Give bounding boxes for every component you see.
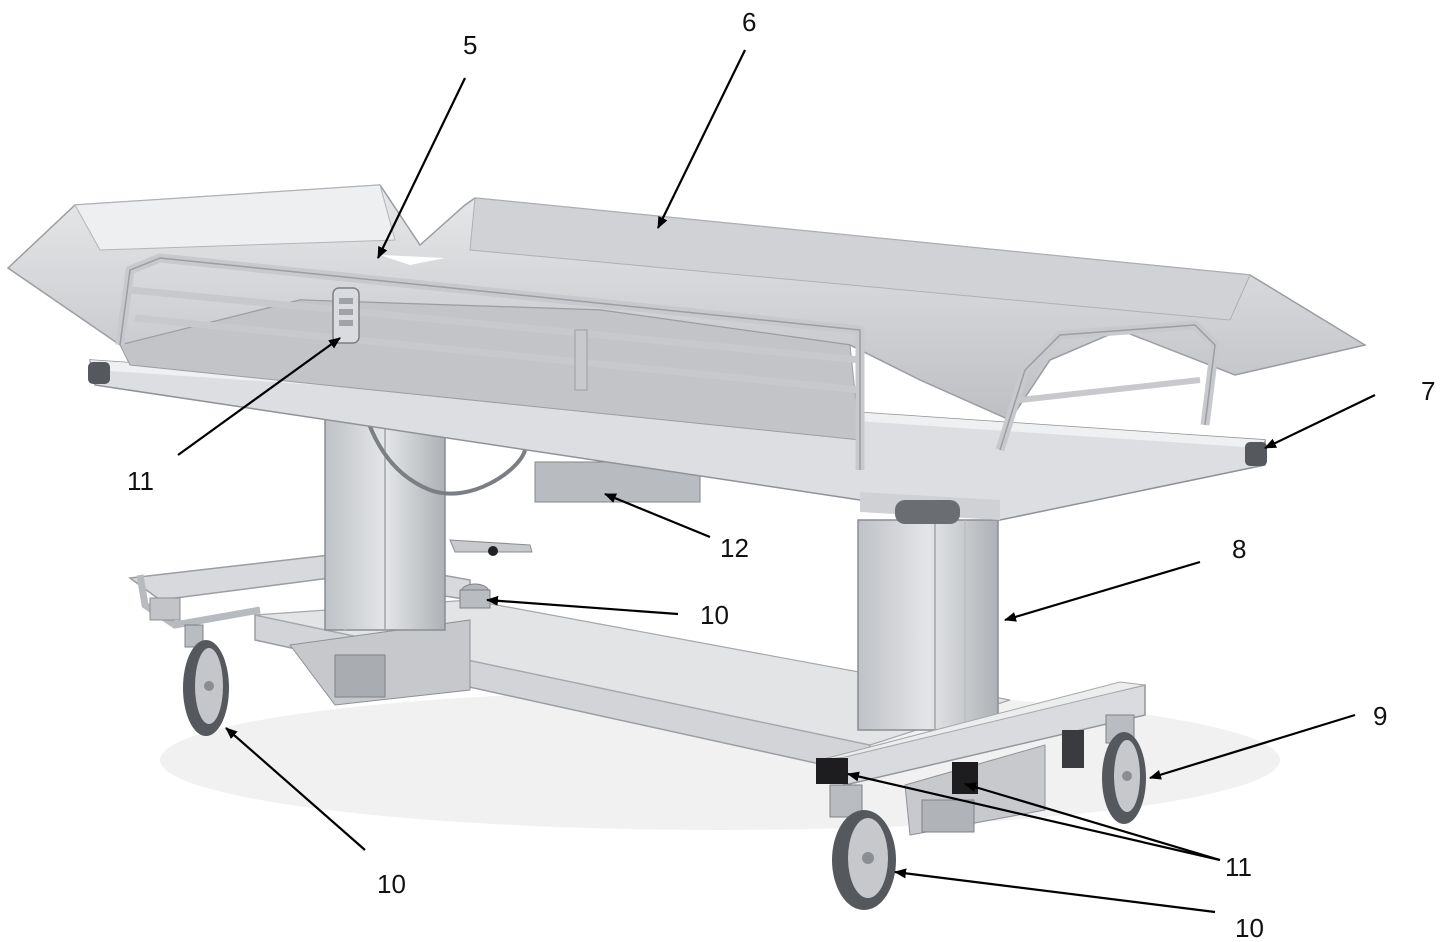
leader-10-bottom — [894, 868, 1216, 914]
callout-10-center: 10 — [700, 600, 729, 630]
callout-7: 7 — [1421, 376, 1435, 406]
wheel-rear-left — [183, 624, 229, 736]
frame-bumper-right — [1245, 442, 1267, 466]
leader-9 — [1149, 713, 1356, 780]
frame-bumper-front — [895, 500, 960, 524]
frame-bumper-left — [88, 362, 110, 384]
leader-10-center — [486, 595, 679, 616]
rear-column — [324, 409, 446, 631]
front-column — [857, 519, 999, 731]
caster-block-left — [816, 758, 848, 784]
leader-12 — [604, 492, 711, 539]
leader-7 — [1264, 394, 1376, 449]
leader-11-bottom-b — [964, 782, 1221, 862]
leader-10-left — [225, 727, 366, 851]
leader-11-top — [177, 337, 341, 456]
side-rail-right — [995, 320, 1220, 452]
leader-6 — [657, 49, 746, 229]
callout-6: 6 — [742, 7, 756, 37]
callout-12: 12 — [720, 533, 749, 563]
side-rail-left — [115, 253, 865, 470]
trolley-illustration — [6, 184, 1367, 910]
leader-lines — [177, 49, 1376, 914]
caster-block-rear — [1062, 730, 1084, 768]
callout-10-left: 10 — [377, 869, 406, 899]
callout-labels: 5 6 7 8 9 10 10 10 11 11 12 — [127, 7, 1435, 942]
wheel-front-left — [829, 784, 896, 910]
callout-9: 9 — [1373, 701, 1387, 731]
leader-8 — [1004, 560, 1201, 622]
callout-5: 5 — [463, 30, 477, 60]
caster-block-right — [952, 762, 978, 794]
wheel-front-right — [1102, 714, 1146, 824]
leader-11-bottom-a — [847, 771, 1221, 862]
hand-control — [332, 287, 360, 344]
front-base-frame — [816, 681, 1146, 836]
wheel-rear-right — [459, 589, 491, 609]
callout-11-bottom: 11 — [1225, 852, 1252, 882]
callout-10-bottom: 10 — [1235, 913, 1264, 942]
leader-5 — [377, 77, 466, 259]
callout-11-top: 11 — [127, 466, 154, 496]
callout-8: 8 — [1232, 534, 1246, 564]
